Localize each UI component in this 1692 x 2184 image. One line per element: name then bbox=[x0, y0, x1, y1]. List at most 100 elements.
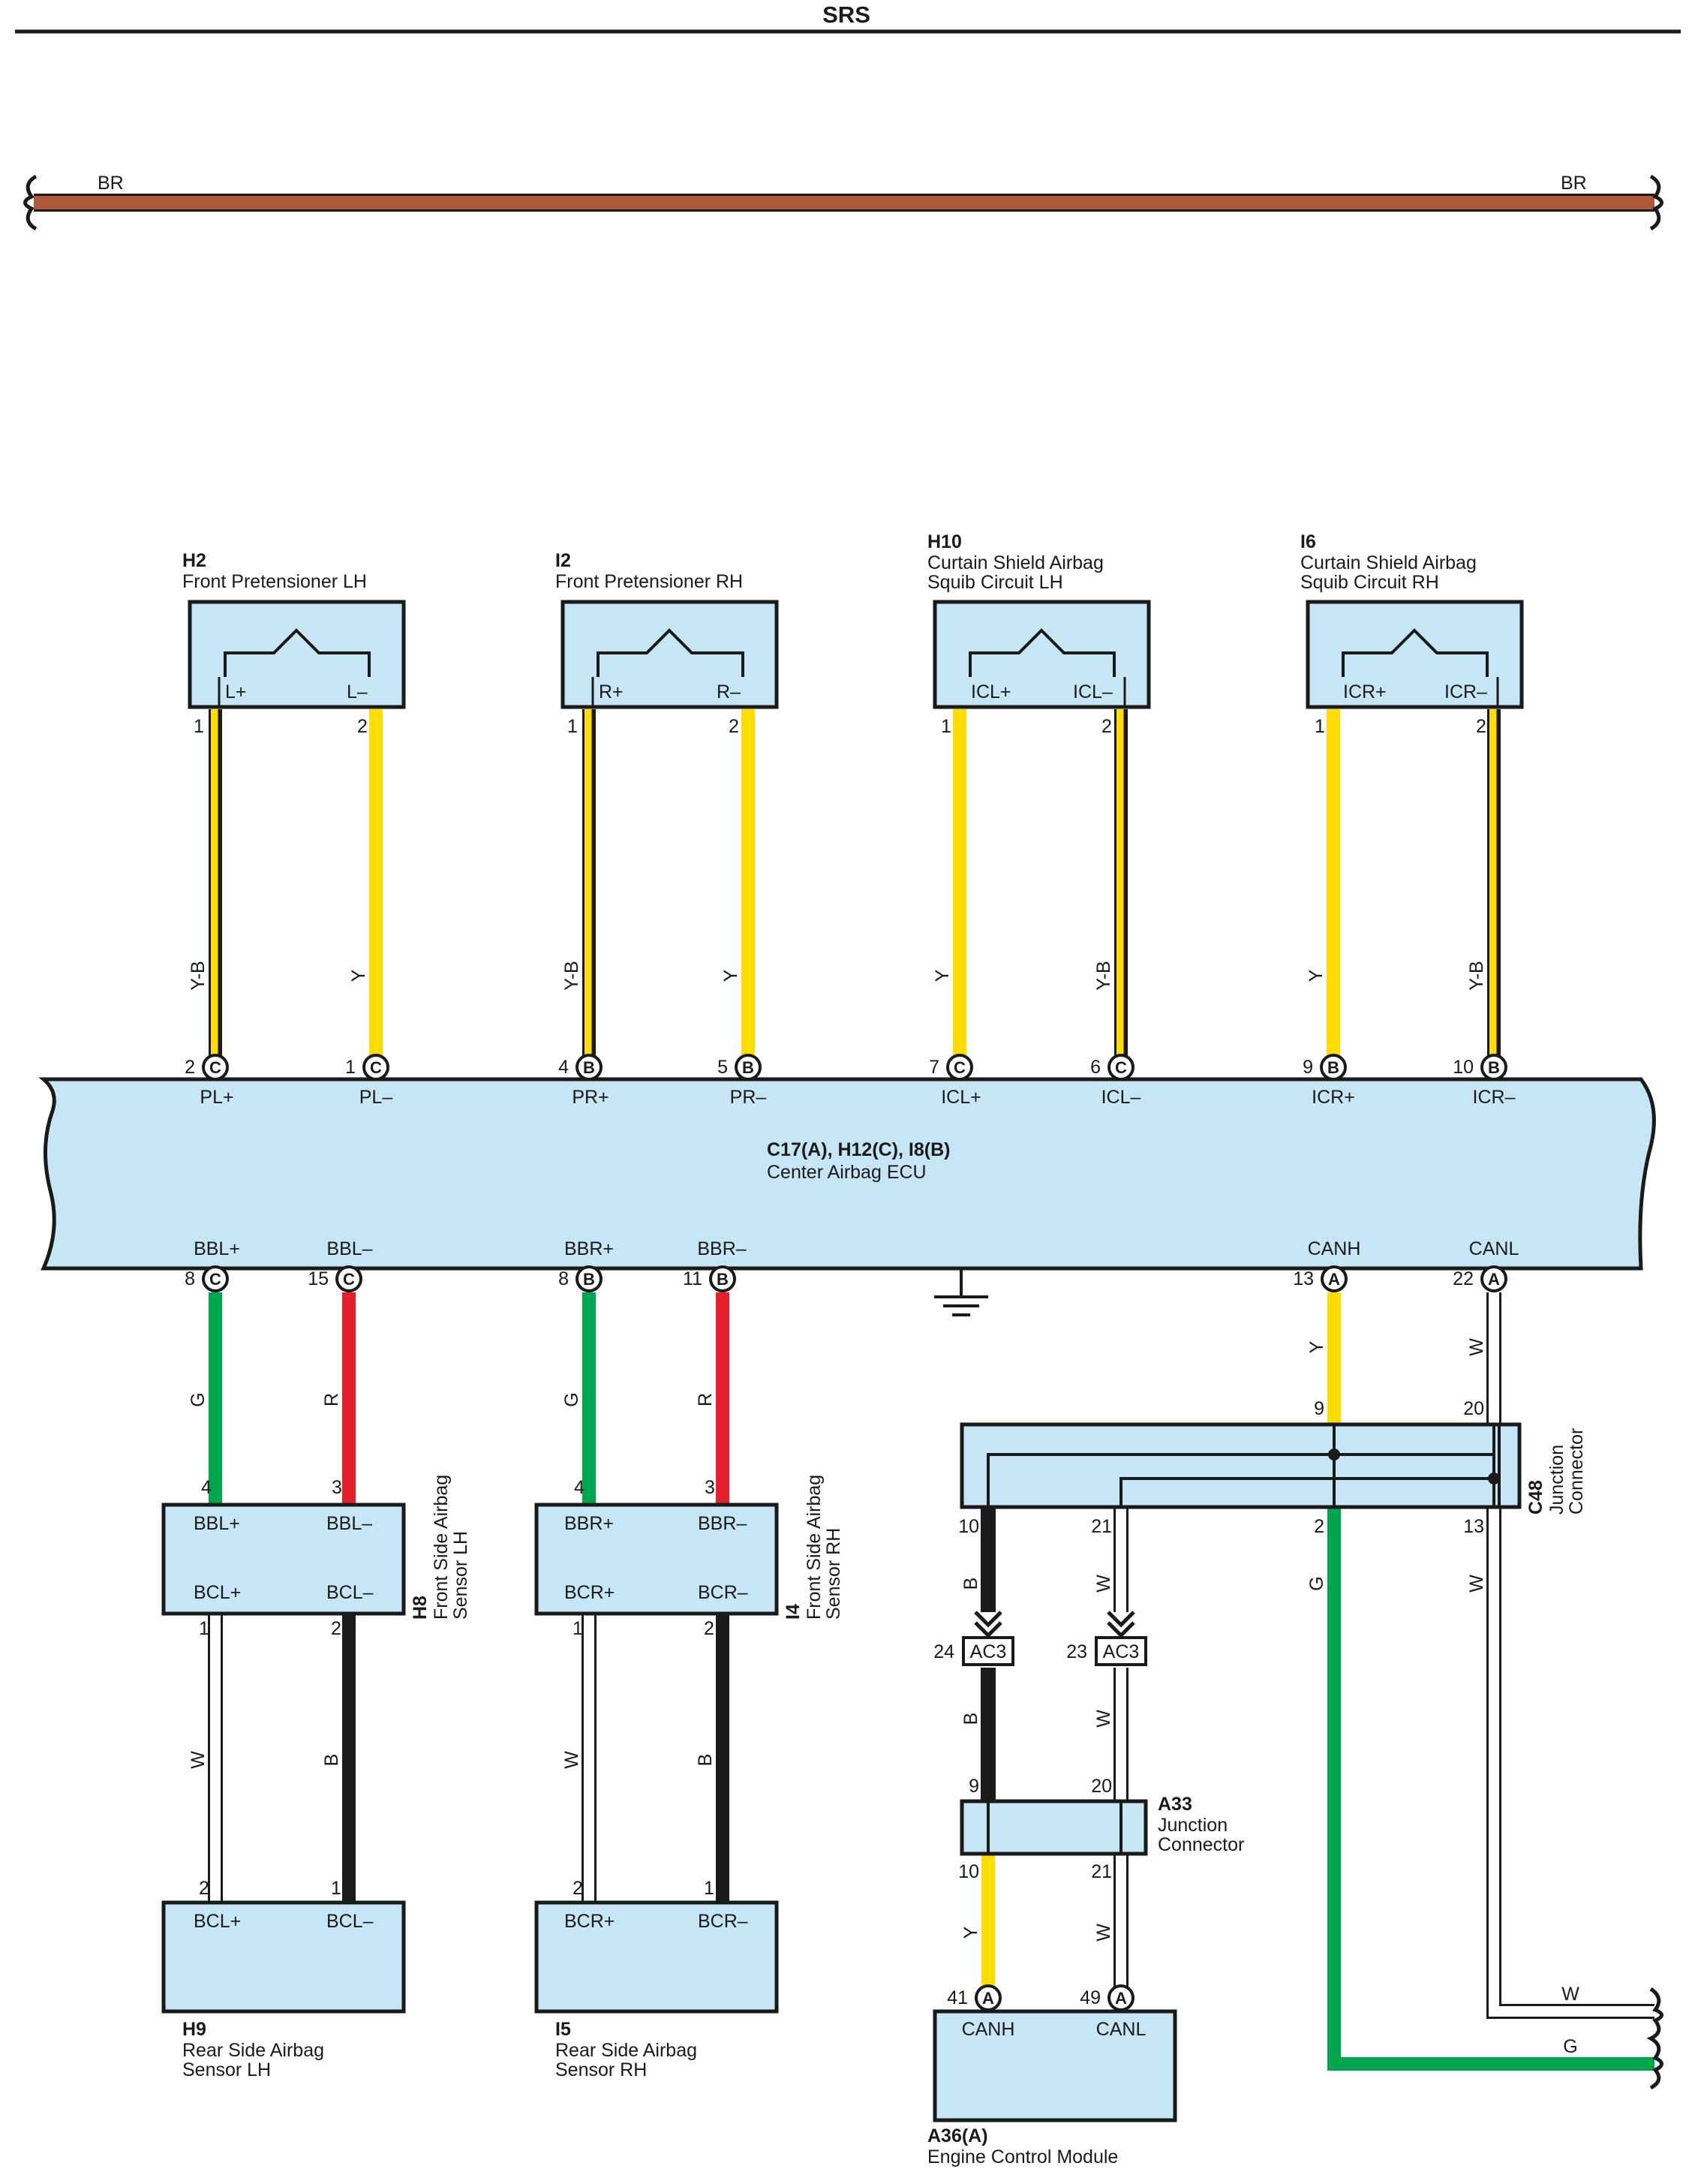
connector-ac3-23: AC3 23 bbox=[1066, 1611, 1147, 1666]
pin-number: 2 bbox=[185, 1057, 195, 1078]
component-i2: I2 Front Pretensioner RH R+ R– 1 2 bbox=[555, 550, 779, 737]
component-name: Front Side Airbag bbox=[804, 1475, 825, 1620]
ecu-pin-label: PL+ bbox=[200, 1087, 233, 1108]
connector-letter: A bbox=[982, 1989, 994, 2008]
component-name: Connector bbox=[1158, 1834, 1244, 1855]
pin-number: 10 bbox=[958, 1861, 979, 1882]
component-i4: 4 3 BBR+ BBR– BCR+ BCR– 1 2 I4 Front Sid… bbox=[534, 1475, 844, 1639]
pin-number: 41 bbox=[947, 1987, 968, 2008]
svg-text:1: 1 bbox=[941, 716, 951, 737]
connector-letter: C bbox=[209, 1270, 221, 1289]
svg-text:1: 1 bbox=[567, 716, 578, 737]
wire-color-label: Y bbox=[720, 969, 741, 982]
pin-number: 1 bbox=[345, 1057, 356, 1078]
wire-color-label: Y bbox=[932, 969, 953, 982]
connector-letter: C bbox=[343, 1270, 355, 1289]
component-name: Front Pretensioner LH bbox=[182, 571, 367, 592]
component-name: Junction bbox=[1546, 1445, 1567, 1515]
wire-color-label: B bbox=[960, 1713, 981, 1725]
pin-label: BCL+ bbox=[194, 1582, 241, 1603]
component-name: Junction bbox=[1158, 1815, 1228, 1836]
pin-number: 8 bbox=[558, 1268, 569, 1289]
terminal: 13 A bbox=[1293, 1265, 1348, 1292]
wire-color-label: W bbox=[561, 1751, 582, 1769]
component-name: Curtain Shield Airbag bbox=[1300, 552, 1477, 573]
component-id: I6 bbox=[1300, 531, 1316, 552]
connector-letter: B bbox=[583, 1058, 595, 1077]
component-id: I2 bbox=[555, 550, 571, 571]
pin-number: 4 bbox=[201, 1477, 212, 1498]
pin-label: BCL– bbox=[326, 1911, 374, 1932]
wire-color-label: W bbox=[1093, 1710, 1114, 1728]
ecu-pin-label: BBR+ bbox=[564, 1238, 614, 1259]
component-name: Sensor LH bbox=[450, 1531, 471, 1620]
ecu-id: C17(A), H12(C), I8(B) bbox=[767, 1139, 950, 1160]
component-id: H9 bbox=[182, 2019, 206, 2040]
connector-letter: B bbox=[717, 1270, 729, 1289]
top-wire-color-labels: Y-B Y Y-B Y Y Y-B Y Y-B bbox=[188, 961, 1487, 990]
pin-number: 2 bbox=[1314, 1516, 1324, 1537]
component-h8: 4 3 BBL+ BBL– BCL+ BCL– 1 2 H8 Front Sid… bbox=[161, 1475, 471, 1639]
wire-color-label: G bbox=[188, 1392, 209, 1406]
ecu-pin-label: ICR+ bbox=[1312, 1087, 1355, 1108]
wire-color-label: B bbox=[321, 1754, 342, 1767]
component-name: Front Pretensioner RH bbox=[555, 571, 743, 592]
connector-ac3-24: AC3 24 bbox=[933, 1611, 1014, 1666]
pin-number: 2 bbox=[199, 1878, 209, 1899]
pin-label: BCR+ bbox=[564, 1911, 615, 1932]
wire-color-label: G bbox=[561, 1392, 582, 1406]
pin-number: 3 bbox=[705, 1477, 715, 1498]
connector-letter: C bbox=[209, 1058, 221, 1077]
br-label-right: BR bbox=[1561, 173, 1587, 194]
pin-label: BBR– bbox=[698, 1513, 747, 1534]
ecu-pin-label: ICL+ bbox=[941, 1087, 981, 1108]
connector-label: AC3 bbox=[1103, 1641, 1140, 1662]
ground-icon bbox=[934, 1270, 988, 1316]
wire-exit-label: G bbox=[1563, 2036, 1577, 2057]
connector-letter: C bbox=[370, 1058, 382, 1077]
terminal: 41 A bbox=[947, 1984, 1002, 2011]
ecu-pin-label: CANH bbox=[1308, 1238, 1361, 1259]
ecu-pin-label: CANL bbox=[1469, 1238, 1519, 1259]
wire-color-label: W bbox=[1093, 1924, 1114, 1942]
wire-color-label: Y-B bbox=[1093, 961, 1114, 990]
pin-number: 1 bbox=[573, 1618, 583, 1639]
connector-letter: C bbox=[1115, 1058, 1127, 1077]
pin-number: 4 bbox=[558, 1057, 569, 1078]
component-id: H2 bbox=[182, 550, 206, 571]
ecu-pin-label: ICL– bbox=[1101, 1087, 1141, 1108]
pin-label: L+ bbox=[225, 681, 247, 702]
component-name: Sensor RH bbox=[823, 1528, 844, 1620]
component-name: Engine Control Module bbox=[927, 2146, 1118, 2167]
pin-label: ICL+ bbox=[971, 681, 1011, 702]
pin-number: 7 bbox=[929, 1057, 939, 1078]
svg-text:2: 2 bbox=[729, 716, 739, 737]
pin-label: R– bbox=[717, 681, 741, 702]
connector-letter: A bbox=[1328, 1270, 1340, 1289]
component-h10: H10 Curtain Shield Airbag Squib Circuit … bbox=[927, 531, 1151, 737]
wire-color-label: Y bbox=[348, 969, 369, 982]
pin-label: CANL bbox=[1096, 2019, 1147, 2040]
ecu-pin-label: BBL+ bbox=[194, 1238, 240, 1259]
pin-label: BCL– bbox=[326, 1582, 374, 1603]
pin-label: BCR+ bbox=[564, 1582, 615, 1603]
connector-letter: C bbox=[954, 1058, 966, 1077]
pin-number: 1 bbox=[331, 1878, 341, 1899]
component-name: Rear Side Airbag bbox=[555, 2040, 697, 2061]
pin-number: 20 bbox=[1463, 1398, 1484, 1419]
ecu-name: Center Airbag ECU bbox=[767, 1162, 927, 1183]
wire-color-label: B bbox=[960, 1578, 981, 1590]
component-a33: 9 20 10 21 A33 Junction Connector bbox=[958, 1776, 1244, 1882]
component-i6: I6 Curtain Shield Airbag Squib Circuit R… bbox=[1300, 531, 1524, 737]
component-name: Connector bbox=[1566, 1428, 1587, 1515]
pin-number: 13 bbox=[1293, 1268, 1314, 1289]
svg-text:1: 1 bbox=[194, 716, 204, 737]
pin-label: BBR+ bbox=[564, 1513, 614, 1534]
